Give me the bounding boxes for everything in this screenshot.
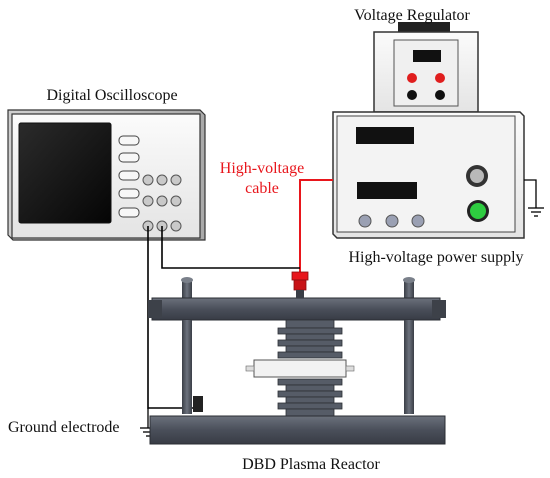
hv-power-supply: High-voltage power supply	[332, 111, 525, 266]
regulator-handle	[398, 22, 450, 34]
ground-electrode-label: Ground electrode	[8, 419, 120, 436]
power-supply-display-upper	[356, 127, 414, 144]
oscilloscope-probe-wire	[161, 226, 300, 269]
dbd-reactor-label: DBD Plasma Reactor	[242, 456, 380, 473]
power-supply-button-3	[411, 214, 425, 228]
hv-terminal	[291, 271, 309, 281]
reactor-rod-left	[182, 320, 192, 414]
reactor-rod-top-left	[182, 280, 192, 304]
digital-oscilloscope-label: Digital Oscilloscope	[46, 87, 177, 104]
digital-oscilloscope: Digital Oscilloscope	[7, 87, 206, 241]
power-supply-button-2	[385, 214, 399, 228]
regulator-knob-red-right	[435, 73, 445, 83]
regulator-knob-red-left	[407, 73, 417, 83]
oscilloscope-soft-buttons	[118, 135, 140, 218]
regulator-display	[413, 50, 441, 62]
oscilloscope-knobs	[142, 174, 182, 232]
hv-power-supply-label: High-voltage power supply	[348, 249, 523, 266]
reactor-base	[149, 415, 446, 445]
reactor-rod-top-right	[404, 280, 414, 304]
regulator-knob-black-right	[435, 90, 445, 100]
reactor-rod-right	[404, 320, 414, 414]
oscilloscope-screen	[18, 122, 112, 224]
regulator-panel	[393, 39, 459, 107]
upper-electrode-stack	[277, 319, 343, 359]
hv-cable-label-line2: cable	[245, 180, 279, 197]
voltage-regulator-label: Voltage Regulator	[354, 7, 470, 24]
hv-cable-label-line1: High-voltage	[220, 160, 304, 177]
voltage-regulator: Voltage Regulator	[354, 7, 479, 113]
power-supply-ground	[524, 179, 544, 217]
dbd-plasma-reactor: DBD Plasma Reactor	[148, 271, 446, 473]
high-voltage-cable	[299, 179, 333, 276]
power-supply-button-1	[358, 214, 372, 228]
reactor-top-plate	[151, 297, 441, 321]
lower-electrode-stack	[277, 378, 343, 417]
regulator-knob-black-left	[407, 90, 417, 100]
ground-terminal	[193, 396, 203, 412]
dielectric-plate	[253, 359, 347, 378]
power-supply-display-lower	[357, 182, 417, 199]
